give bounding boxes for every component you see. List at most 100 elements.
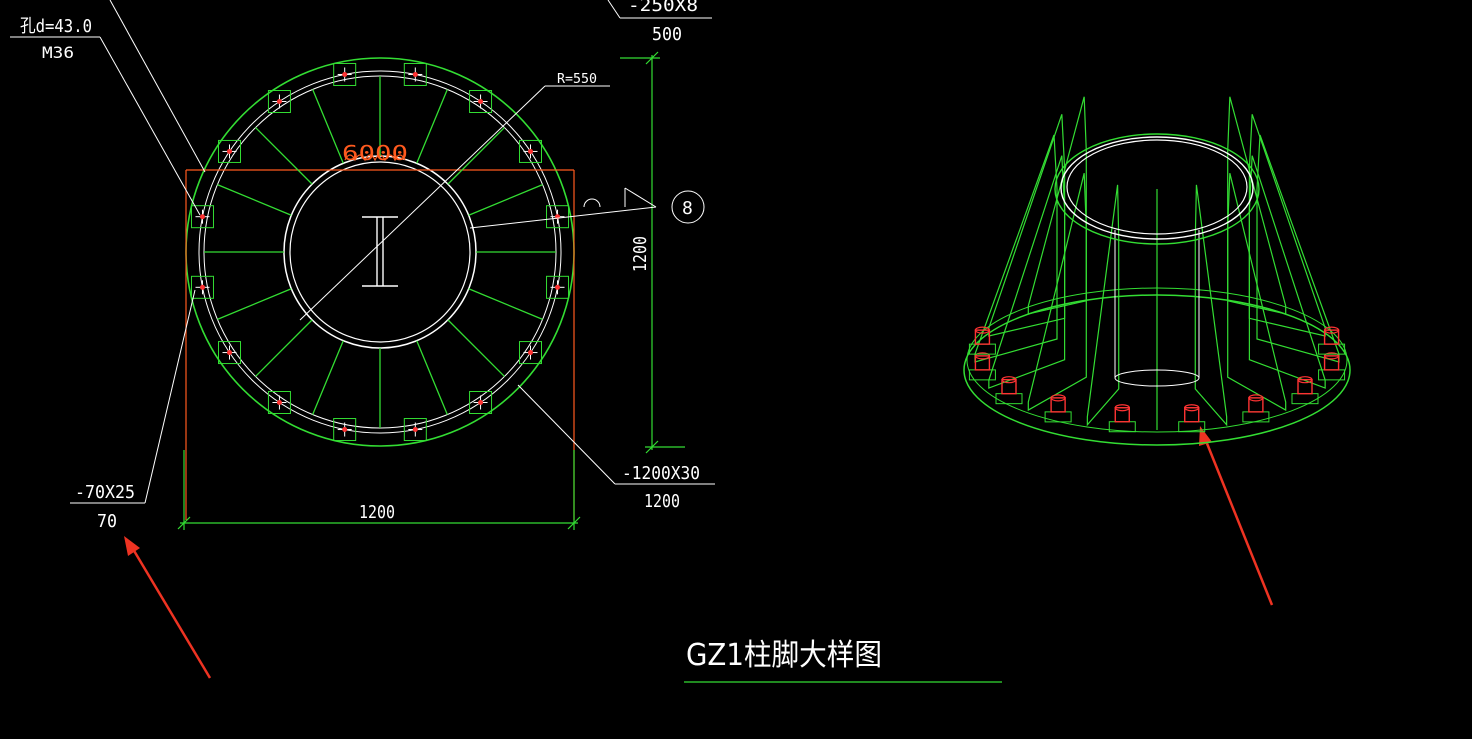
weld-ref-label: 6000: [342, 141, 408, 165]
detail-bubble: [671, 190, 705, 224]
iso-rib: [1194, 184, 1228, 427]
bolt-center: [478, 99, 484, 105]
iso-bolt-top: [974, 326, 991, 334]
iso-bolt-nut: [1248, 397, 1264, 413]
dimension-vertical: [620, 51, 685, 454]
iso-ring-outer: [1054, 133, 1260, 245]
iso-bolt-nut: [1001, 378, 1017, 395]
bolt-washer: [218, 139, 242, 163]
bolt-center: [199, 214, 205, 220]
bolt-center: [276, 399, 282, 405]
iso-bolt-top: [1323, 326, 1340, 334]
iso-anchor-bolts: [968, 326, 1346, 433]
stiffener-rib: [416, 340, 448, 415]
anchor-bolt: [333, 418, 357, 442]
iso-stiffener-ribs: [974, 96, 1340, 430]
anchor-bolt: [469, 390, 493, 414]
stiffener-rib: [217, 288, 292, 320]
stiffener-rib: [468, 288, 543, 320]
anchor-bolt: [218, 341, 242, 365]
bolt-washer: [403, 418, 427, 442]
iso-bolt-top: [1184, 404, 1200, 412]
i-beam-symbol: [362, 216, 398, 287]
bolt-washer: [333, 418, 357, 442]
stiffener-rib: [416, 89, 448, 164]
bolt-washer: [267, 90, 291, 114]
stiffener-rib: [447, 319, 505, 377]
iso-rib: [1227, 96, 1287, 315]
stiffener-length: 70: [97, 511, 117, 532]
iso-bolt: [1108, 404, 1136, 433]
iso-bolt-top: [974, 352, 991, 360]
anchor-bolt: [403, 62, 427, 86]
anchor-bolt: [403, 418, 427, 442]
column-inner: [289, 161, 471, 343]
detail-number: 8: [682, 198, 693, 219]
iso-bolt: [1178, 404, 1206, 433]
leader-lines: [10, 0, 715, 504]
red-arrow-left: [124, 536, 212, 679]
iso-bolt-nut: [1323, 355, 1340, 371]
bolt-center: [412, 427, 418, 433]
column-outer: [283, 155, 477, 349]
hole-label: 孔d=43.0: [20, 16, 92, 37]
red-arrow-right: [1199, 426, 1274, 606]
bolt-center: [527, 350, 533, 356]
anchor-bolt: [218, 139, 242, 163]
anchor-bolt: [518, 139, 542, 163]
iso-rib: [1248, 155, 1326, 389]
iso-bolt: [968, 352, 996, 381]
iso-bolt-nut: [1323, 329, 1340, 345]
bolt-washer: [546, 275, 570, 299]
stiffener-rib: [312, 340, 344, 415]
iso-bolt-nut: [1184, 407, 1200, 423]
iso-bolt-top: [1297, 376, 1313, 384]
iso-bolt: [1044, 394, 1072, 423]
iso-bolt: [995, 376, 1023, 405]
iso-bolt-nut: [974, 355, 991, 371]
bolt-center: [342, 427, 348, 433]
iso-bolt-top: [1050, 394, 1066, 402]
iso-bolt: [968, 326, 996, 355]
bolt-washer: [190, 205, 214, 229]
anchor-bolt: [546, 205, 570, 229]
anchor-bolt: [469, 90, 493, 114]
dim-vertical-label: 1200: [630, 236, 651, 272]
anchor-bolt: [190, 275, 214, 299]
iso-bolt-top: [1001, 376, 1017, 384]
iso-bolt-top: [1114, 404, 1130, 412]
bolt-washer: [190, 275, 214, 299]
stiffener-rib: [312, 89, 344, 164]
iso-bolt-nut: [974, 329, 991, 345]
iso-column-top-inner: [1066, 139, 1248, 235]
stiffener-rib: [447, 127, 505, 185]
bolt-label: M36: [42, 43, 74, 62]
dimension-horizontal: [177, 450, 581, 530]
bolt-washer: [469, 390, 493, 414]
iso-rib: [988, 155, 1066, 389]
bolt-washer: [469, 90, 493, 114]
drawing-title: GZ1柱脚大样图: [686, 638, 882, 673]
isometric-view: [963, 96, 1351, 446]
anchor-bolt: [267, 90, 291, 114]
bolt-center: [276, 99, 282, 105]
stiffener-rib: [468, 184, 543, 216]
bolt-washer: [267, 390, 291, 414]
base-plate-length: 1200: [644, 491, 680, 512]
iso-bolt: [1318, 326, 1346, 355]
dim-horizontal-label: 1200: [359, 502, 395, 523]
iso-rib: [988, 114, 1066, 337]
iso-bolt: [1318, 352, 1346, 381]
stiffener-ribs: [204, 76, 556, 428]
iso-column-top-outer: [1060, 136, 1254, 240]
bolt-center: [227, 148, 233, 154]
bolt-washer: [518, 341, 542, 365]
base-plate-outline: [185, 154, 575, 520]
anchor-bolt: [518, 341, 542, 365]
bolt-center: [412, 71, 418, 77]
iso-bolt-nut: [1297, 378, 1313, 395]
anchor-bolt: [267, 390, 291, 414]
stiffener-rib: [255, 127, 313, 185]
